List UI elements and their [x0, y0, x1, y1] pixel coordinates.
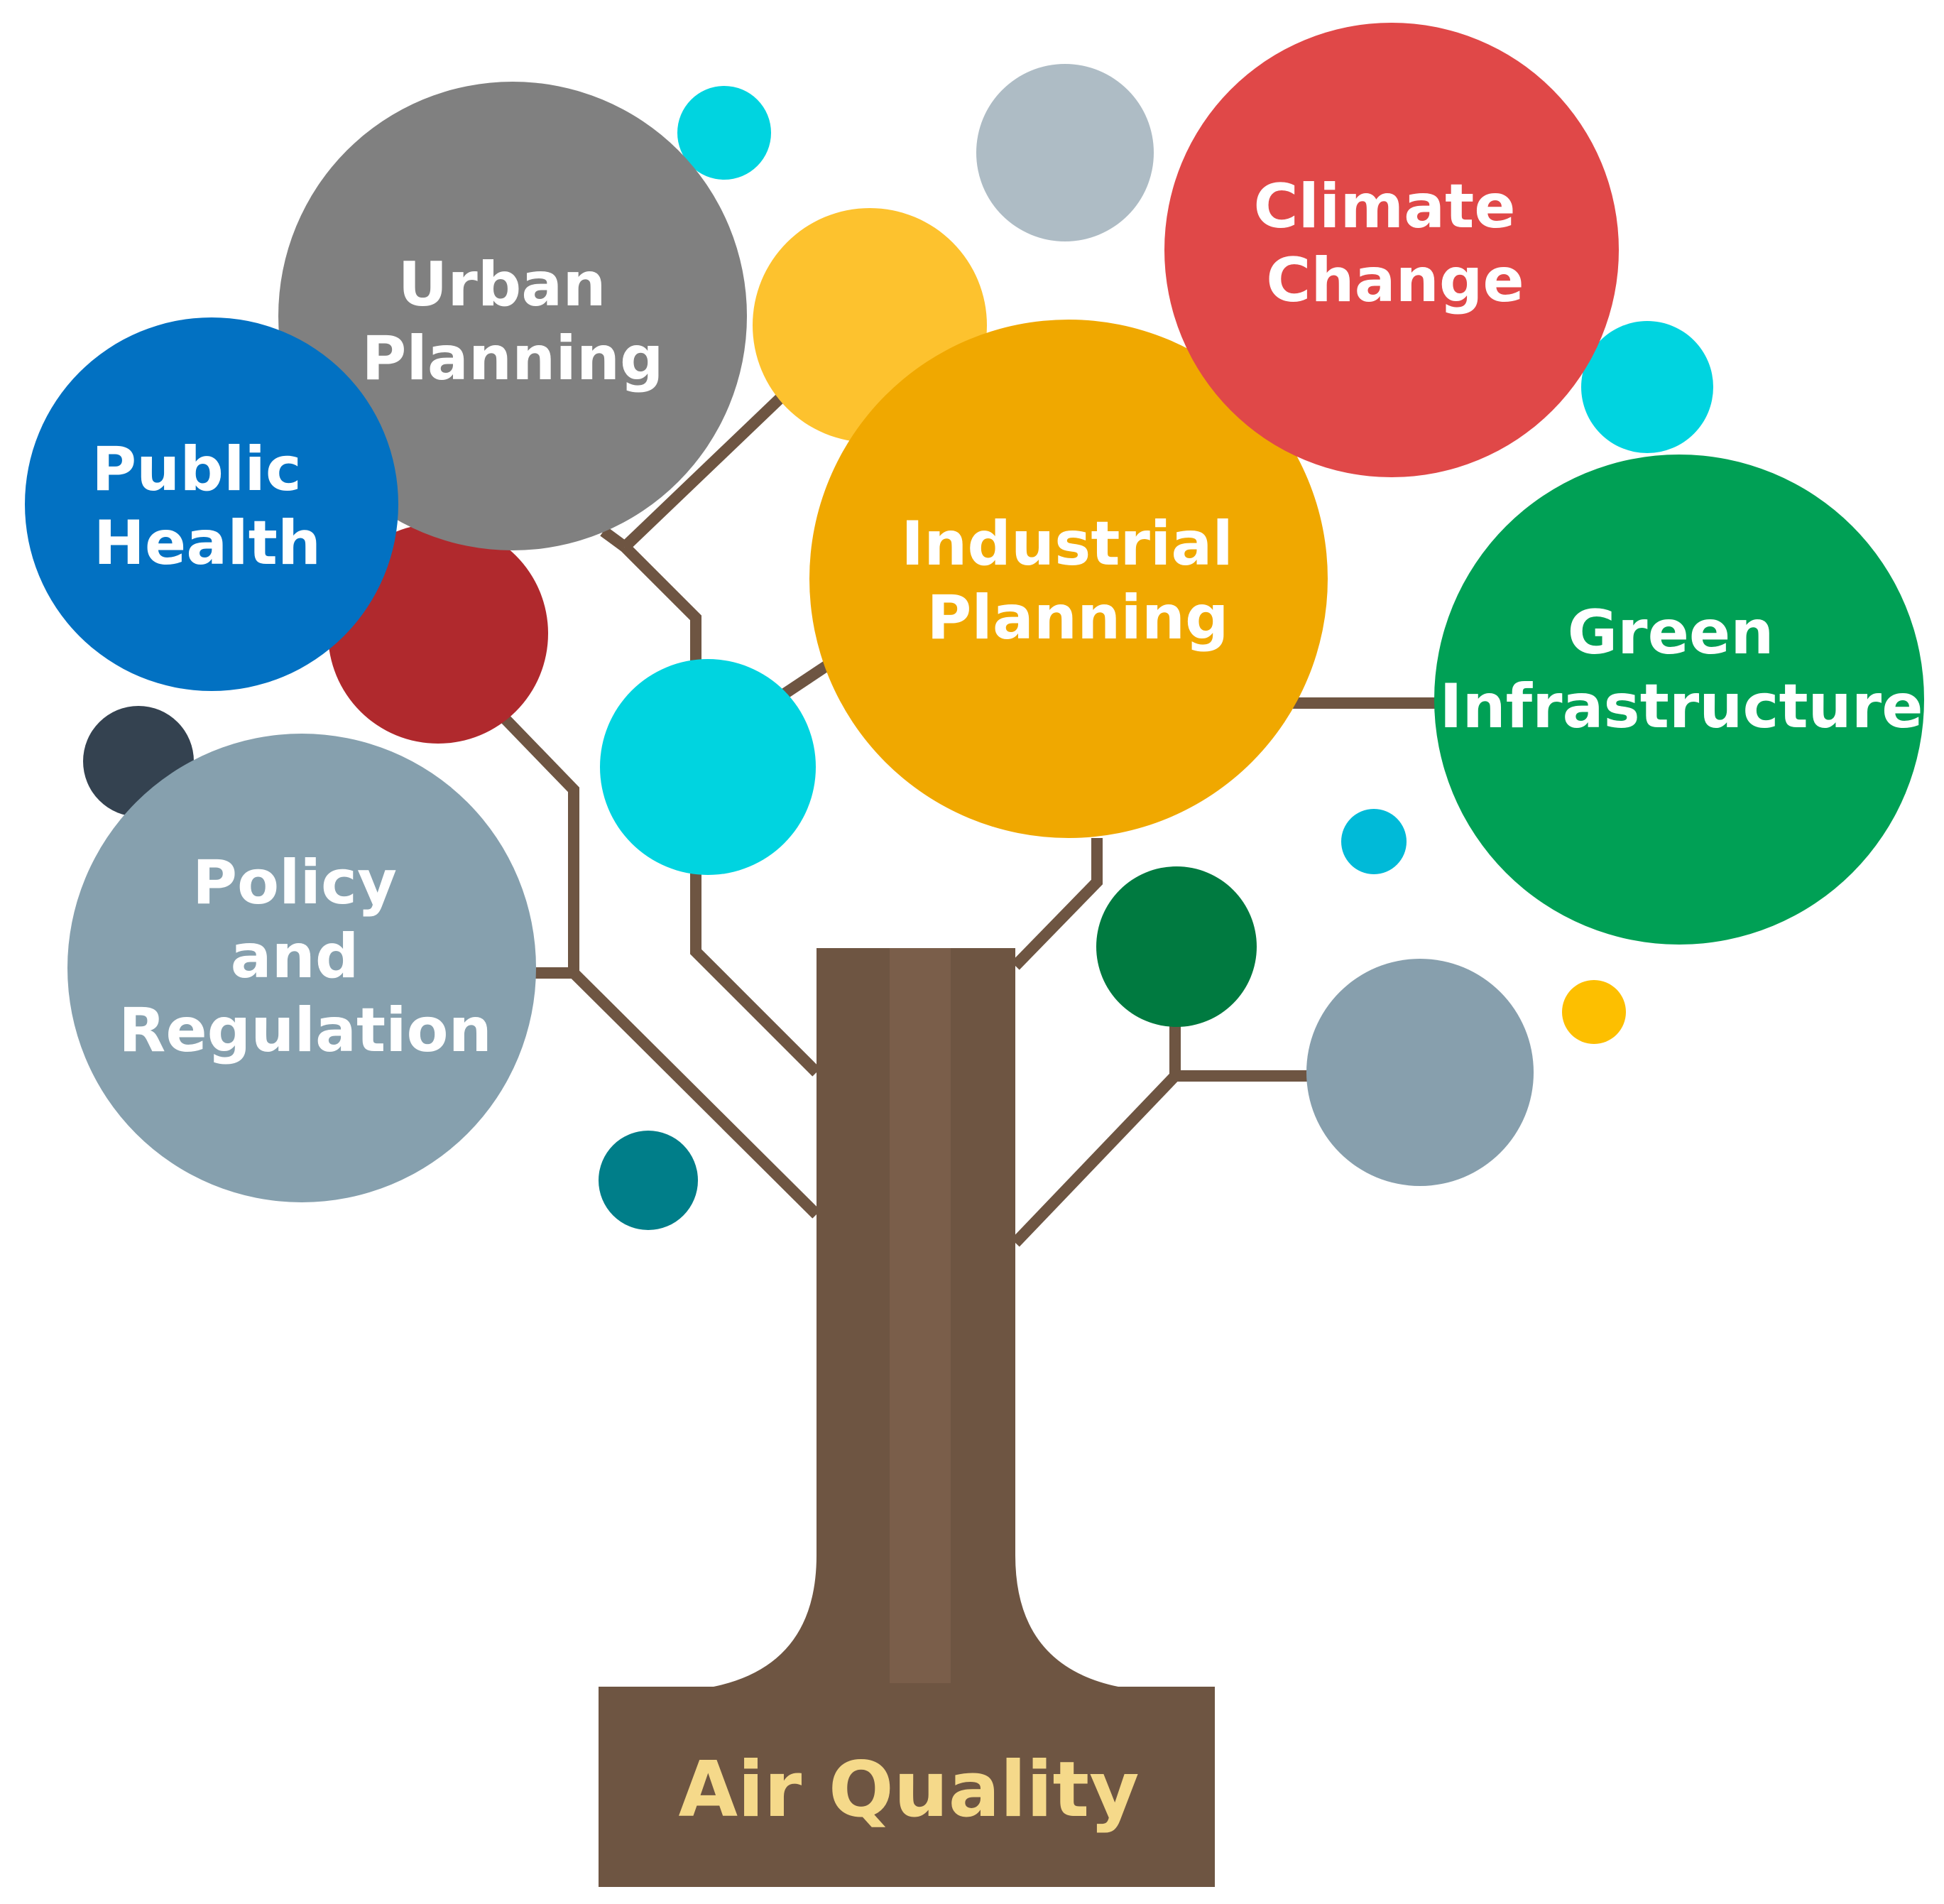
bubble-public-health-label: Public Health: [92, 434, 323, 579]
bubble-public-health: Public Health: [25, 317, 398, 691]
deco-circle-gold: [1562, 980, 1626, 1044]
bubble-industrial-planning: Industrial Planning: [809, 320, 1328, 838]
deco-circle-dark-green: [1096, 866, 1257, 1027]
bubble-green-infrastructure: Green Infrastructure: [1434, 455, 1924, 945]
bubble-green-infrastructure-circle: [1434, 455, 1924, 945]
trunk-highlight: [890, 948, 951, 1683]
deco-circle-teal: [599, 1131, 698, 1230]
branch-left-main: [486, 699, 821, 1219]
deco-circle-dark-red: [328, 523, 548, 744]
deco-circle-cyan-mid: [600, 659, 816, 875]
bubble-climate-change-label: Climate Change: [1253, 171, 1536, 316]
root-box: [599, 1687, 1215, 1887]
bubble-climate-change: Climate Change: [1164, 23, 1619, 477]
root-label: Air Quality: [678, 1746, 1139, 1834]
bubble-policy-and-regulation-label: Policy and Regulation: [119, 847, 492, 1066]
bubble-industrial-planning-label: Industrial Planning: [901, 508, 1255, 653]
bubble-climate-change-circle: [1164, 23, 1619, 477]
branch-urban-stub: [600, 526, 628, 552]
branch-urban-fork: [621, 386, 792, 551]
bubble-policy-and-regulation: Policy and Regulation: [67, 734, 536, 1202]
bubble-industrial-planning-circle: [809, 320, 1328, 838]
bubble-green-infrastructure-label: Green Infrastructure: [1439, 597, 1923, 742]
bubble-urban-planning-circle: [278, 82, 747, 550]
deco-circle-cyan-right: [1581, 321, 1713, 453]
deco-circle-sky-blue: [1341, 809, 1407, 874]
bubble-urban-planning-label: Urban Planning: [361, 249, 663, 394]
deco-circle-steel-gray: [1306, 959, 1534, 1186]
branch-right-top: [1011, 838, 1103, 970]
bubble-policy-and-regulation-circle: [67, 734, 536, 1202]
deco-circle-pale-gray: [976, 64, 1154, 241]
bubble-urban-planning: Urban Planning: [278, 82, 747, 550]
deco-circle-cyan-top: [677, 86, 771, 180]
bubble-public-health-circle: [25, 317, 398, 691]
branch-right-low: [1011, 994, 1181, 1247]
